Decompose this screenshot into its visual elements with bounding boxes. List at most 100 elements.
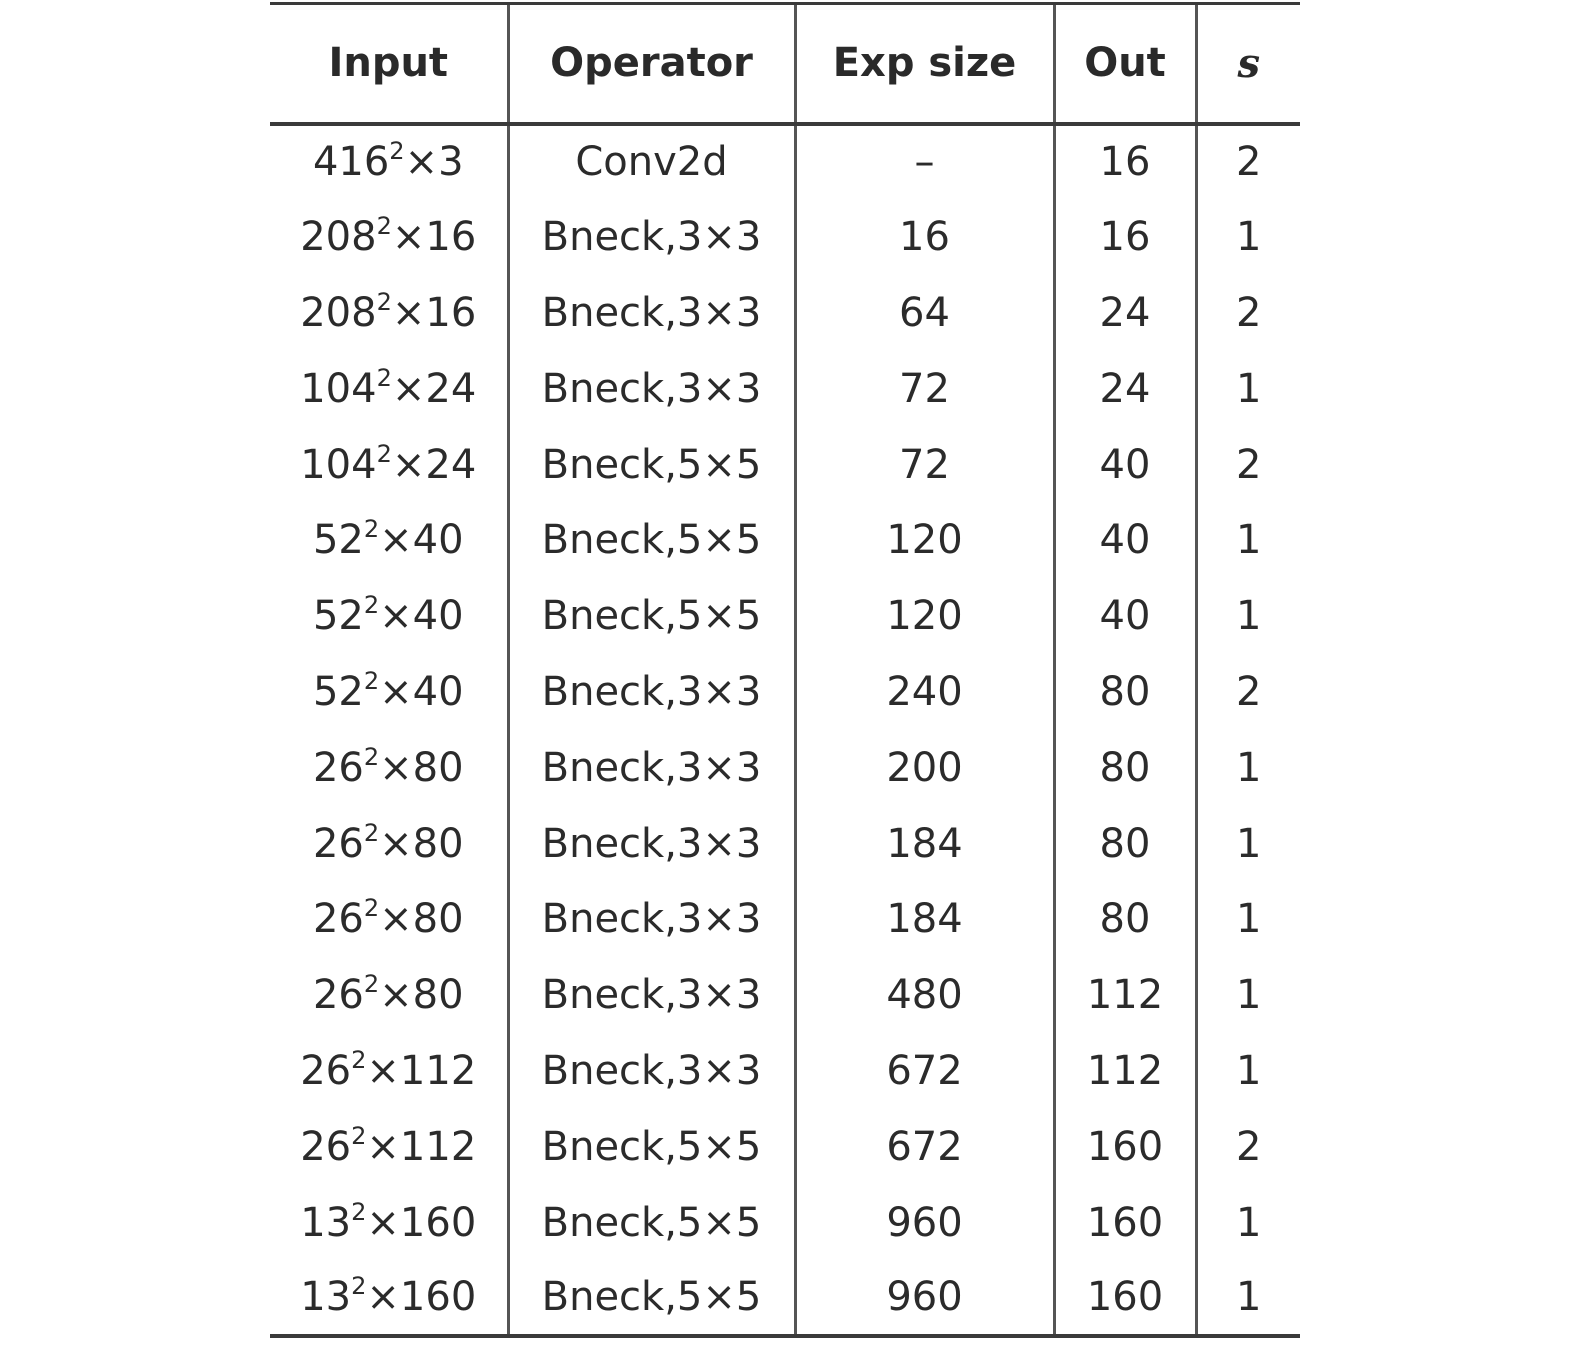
cell-out: 112 bbox=[1052, 1033, 1196, 1109]
cell-operator: Bneck,3×3 bbox=[506, 1033, 795, 1109]
input-exponent: 2 bbox=[363, 818, 380, 847]
input-size: 26 bbox=[300, 1123, 352, 1170]
cell-exp-size: 72 bbox=[793, 350, 1054, 427]
cell-operator: Bneck,5×5 bbox=[506, 426, 795, 503]
cell-stride: 1 bbox=[1194, 578, 1300, 655]
input-size: 13 bbox=[300, 1274, 352, 1321]
input-channels: ×16 bbox=[391, 289, 477, 336]
cell-stride: 2 bbox=[1194, 275, 1300, 351]
input-exponent: 2 bbox=[363, 894, 380, 923]
cell-out: 24 bbox=[1052, 350, 1196, 427]
input-exponent: 2 bbox=[363, 591, 380, 620]
cell-stride: 2 bbox=[1194, 123, 1300, 200]
input-size: 104 bbox=[300, 441, 377, 488]
cell-input: 262×80 bbox=[270, 730, 508, 806]
cell-input: 132×160 bbox=[270, 1260, 508, 1339]
cell-input: 2082×16 bbox=[270, 275, 508, 351]
cell-out: 40 bbox=[1052, 502, 1196, 579]
cell-operator: Bneck,3×3 bbox=[506, 805, 795, 882]
cell-exp-size: 200 bbox=[793, 729, 1054, 806]
input-exponent: 2 bbox=[351, 1197, 367, 1226]
header-row: Input Operator Exp size Out s bbox=[270, 2, 1300, 126]
input-exponent: 2 bbox=[351, 1045, 367, 1074]
input-size: 26 bbox=[300, 1047, 352, 1094]
input-exponent: 2 bbox=[363, 970, 380, 999]
cell-operator: Bneck,5×5 bbox=[506, 502, 795, 579]
input-channels: ×160 bbox=[366, 1274, 477, 1321]
header-stride: s bbox=[1194, 2, 1300, 126]
input-channels: ×80 bbox=[379, 972, 464, 1019]
cell-exp-size: 672 bbox=[793, 1033, 1054, 1109]
input-exponent: 2 bbox=[376, 212, 392, 241]
input-size: 26 bbox=[312, 820, 364, 867]
cell-exp-size: 120 bbox=[793, 502, 1054, 579]
cell-exp-size: 120 bbox=[793, 578, 1054, 655]
cell-out: 112 bbox=[1052, 957, 1196, 1034]
cell-input: 522×40 bbox=[270, 502, 508, 578]
cell-input: 262×112 bbox=[270, 1033, 508, 1109]
input-channels: ×40 bbox=[379, 668, 464, 715]
input-size: 26 bbox=[312, 744, 364, 791]
input-exponent: 2 bbox=[376, 287, 392, 316]
input-size: 13 bbox=[300, 1199, 352, 1246]
cell-input: 1042×24 bbox=[270, 427, 508, 503]
input-exponent: 2 bbox=[363, 666, 380, 695]
input-size: 104 bbox=[300, 365, 377, 412]
input-channels: ×80 bbox=[379, 820, 464, 867]
cell-out: 16 bbox=[1052, 123, 1196, 200]
cell-out: 80 bbox=[1052, 881, 1196, 958]
cell-exp-size: 72 bbox=[793, 426, 1054, 503]
input-channels: ×80 bbox=[379, 744, 464, 791]
cell-input: 2082×16 bbox=[270, 199, 508, 275]
cell-exp-size: 184 bbox=[793, 881, 1054, 958]
cell-out: 16 bbox=[1052, 199, 1196, 276]
input-exponent: 2 bbox=[351, 1272, 367, 1301]
cell-input: 262×80 bbox=[270, 881, 508, 957]
cell-operator: Bneck,5×5 bbox=[506, 1260, 795, 1339]
cell-out: 80 bbox=[1052, 654, 1196, 730]
cell-out: 80 bbox=[1052, 729, 1196, 806]
cell-input: 4162×3 bbox=[270, 124, 508, 200]
input-channels: ×112 bbox=[366, 1047, 477, 1094]
input-channels: ×24 bbox=[391, 441, 477, 488]
header-out: Out bbox=[1052, 2, 1196, 126]
input-exponent: 2 bbox=[351, 1121, 367, 1150]
cell-input: 262×80 bbox=[270, 957, 508, 1033]
cell-stride: 1 bbox=[1194, 1033, 1300, 1109]
cell-operator: Bneck,3×3 bbox=[506, 654, 795, 730]
input-size: 208 bbox=[300, 214, 377, 261]
cell-exp-size: – bbox=[793, 123, 1054, 200]
input-exponent: 2 bbox=[363, 515, 380, 544]
cell-input: 1042×24 bbox=[270, 351, 508, 427]
header-input: Input bbox=[270, 2, 508, 126]
cell-input: 522×40 bbox=[270, 654, 508, 730]
cell-stride: 1 bbox=[1194, 881, 1300, 958]
table-header: Input Operator Exp size Out s bbox=[270, 2, 1300, 126]
cell-out: 40 bbox=[1052, 578, 1196, 655]
input-size: 416 bbox=[312, 139, 390, 186]
cell-exp-size: 960 bbox=[793, 1260, 1054, 1339]
cell-exp-size: 16 bbox=[793, 199, 1054, 276]
cell-out: 80 bbox=[1052, 805, 1196, 882]
cell-exp-size: 240 bbox=[793, 654, 1054, 730]
cell-out: 160 bbox=[1052, 1260, 1196, 1339]
cell-exp-size: 480 bbox=[793, 957, 1054, 1034]
header-operator: Operator bbox=[506, 2, 795, 126]
input-channels: ×24 bbox=[391, 365, 477, 412]
cell-out: 24 bbox=[1052, 275, 1196, 351]
cell-stride: 2 bbox=[1194, 426, 1300, 503]
